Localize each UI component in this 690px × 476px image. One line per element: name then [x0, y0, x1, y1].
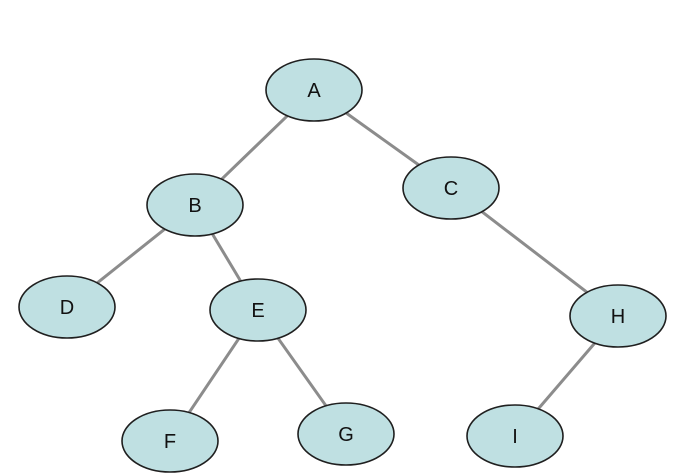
edge-e-f: [187, 336, 241, 415]
tree-edges: [95, 111, 597, 415]
edge-a-c: [344, 111, 421, 167]
node-c-label: C: [444, 178, 458, 200]
node-a: A: [265, 58, 363, 122]
node-f-label: F: [164, 431, 176, 453]
node-i-shape: [466, 404, 564, 468]
edge-a-b: [220, 114, 289, 181]
edge-c-h: [480, 210, 589, 294]
node-g: G: [297, 402, 395, 466]
node-h: H: [569, 284, 667, 348]
node-b: B: [146, 173, 244, 237]
node-c: C: [402, 156, 500, 220]
edge-h-i: [536, 341, 597, 411]
node-g-shape: [297, 402, 395, 466]
tree-nodes: A B C D E F G H I: [18, 58, 667, 473]
node-e-shape: [209, 278, 307, 342]
node-e-label: E: [251, 300, 264, 322]
node-a-label: A: [307, 80, 321, 102]
node-b-label: B: [188, 195, 201, 217]
node-h-shape: [569, 284, 667, 348]
node-i-label: I: [512, 426, 518, 448]
node-f: F: [121, 409, 219, 473]
node-d-shape: [18, 275, 116, 339]
node-h-label: H: [611, 306, 625, 328]
edge-e-g: [276, 336, 328, 408]
node-d-label: D: [60, 297, 74, 319]
node-e: E: [209, 278, 307, 342]
node-f-shape: [121, 409, 219, 473]
node-b-shape: [146, 173, 244, 237]
edge-b-e: [210, 232, 243, 283]
node-g-label: G: [338, 424, 354, 446]
edge-b-d: [95, 227, 167, 285]
node-c-shape: [402, 156, 500, 220]
node-d: D: [18, 275, 116, 339]
node-a-shape: [265, 58, 363, 122]
node-i: I: [466, 404, 564, 468]
